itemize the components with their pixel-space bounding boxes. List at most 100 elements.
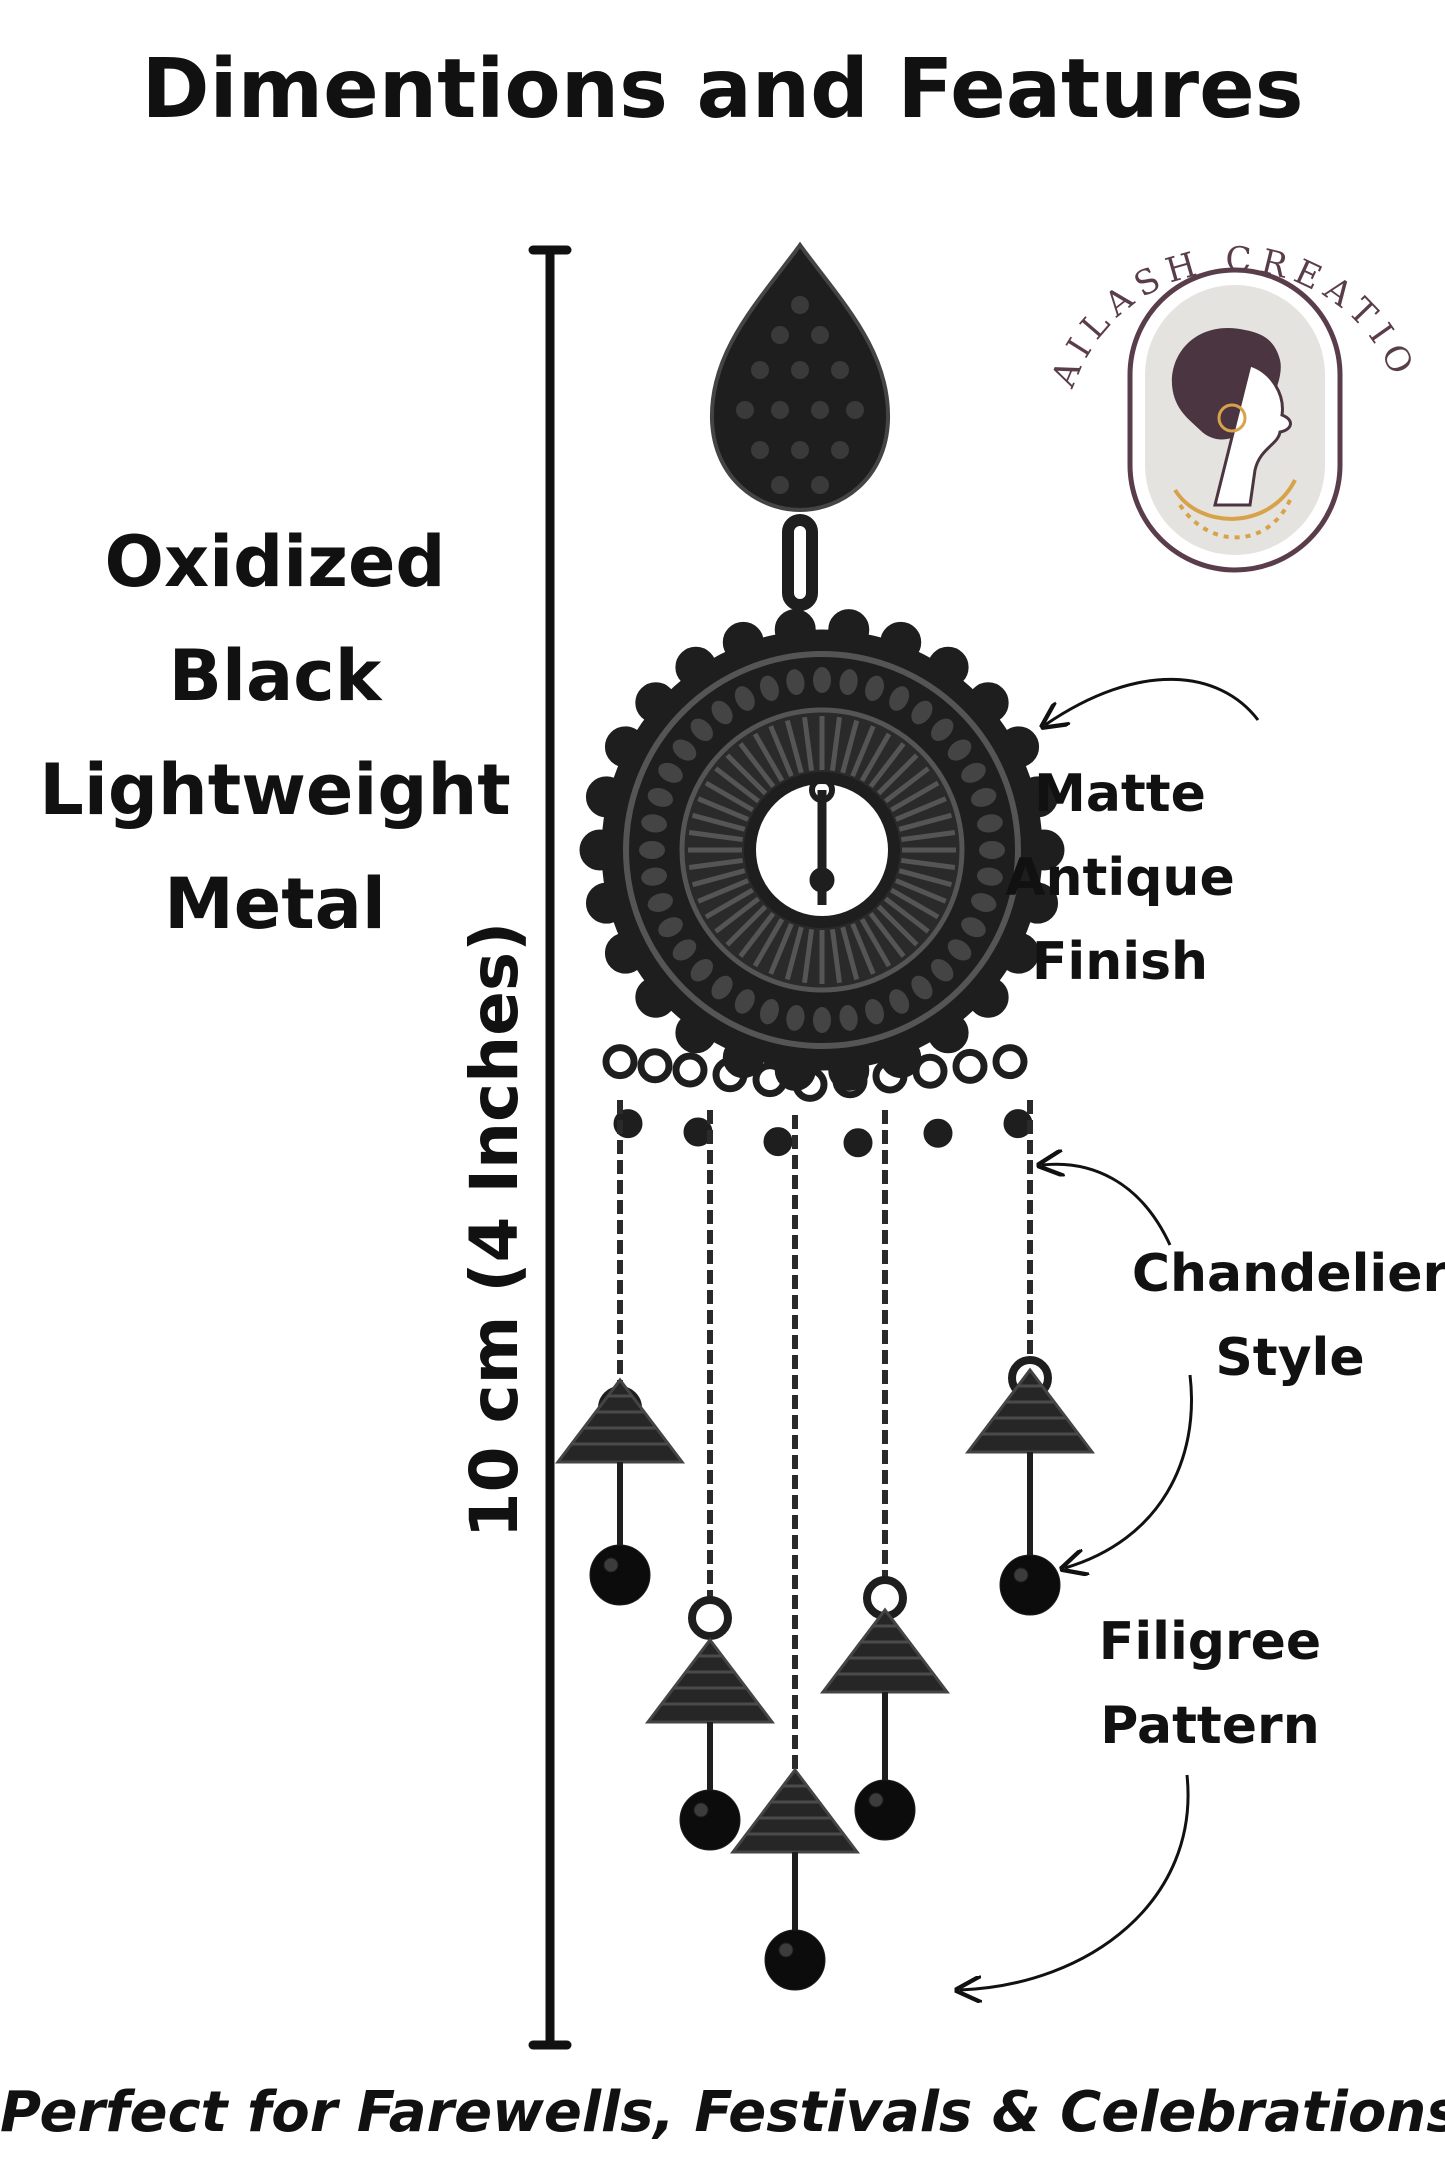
filigree-spoke — [704, 780, 754, 813]
crystal-glint — [868, 1792, 884, 1808]
filigree-bead — [976, 814, 1003, 833]
filigree-bead — [639, 841, 665, 859]
filigree-bead — [786, 1004, 805, 1031]
crystal-drop — [999, 1554, 1061, 1616]
filigree-spoke — [850, 725, 876, 778]
jump-ring — [832, 1063, 868, 1099]
filigree-bead — [786, 669, 805, 696]
filigree-bead — [658, 762, 683, 783]
jump-ring — [602, 1044, 638, 1080]
filigree-bead — [813, 667, 831, 693]
dimension-label: 10 cm (4 Inches) — [456, 921, 533, 1539]
feature-line: Filigree — [1098, 1612, 1322, 1672]
jump-ring — [672, 1052, 708, 1088]
filigree-spoke — [859, 918, 892, 968]
dangle-bead — [843, 1128, 873, 1158]
jump-ring — [712, 1057, 748, 1093]
filigree-bead — [931, 959, 954, 982]
jump-ring — [637, 1048, 673, 1084]
page-title: Dimentions and Features — [141, 42, 1304, 137]
material-line: Oxidized — [104, 521, 446, 603]
filigree-spoke — [898, 812, 953, 832]
feature-matte-antique-finish: Matte Antique Finish — [955, 752, 1285, 1004]
filigree-bead — [672, 739, 697, 761]
svg-text:KAILASH CREATION: KAILASH CREATION — [0, 0, 1424, 394]
filigree-spoke — [752, 732, 785, 782]
filigree-bead — [813, 1007, 831, 1033]
filigree-bead — [865, 999, 884, 1025]
filigree-spoke — [900, 830, 956, 843]
filigree-bead — [839, 669, 858, 696]
filigree-bead — [711, 700, 733, 725]
crystal-drop — [764, 1929, 826, 1991]
feature-line: Matte — [1034, 764, 1206, 824]
filigree-spoke — [898, 868, 953, 888]
chain-link — [688, 1596, 732, 1640]
filigree-spoke — [876, 753, 919, 796]
jump-ring — [872, 1058, 908, 1094]
feature-chandelier-style: Chandelier Style — [1125, 1232, 1445, 1400]
filigree-spoke — [829, 928, 842, 984]
material-line: Lightweight — [39, 749, 511, 831]
filigree-spoke — [768, 725, 794, 778]
material-description: Oxidized Black Lightweight Metal — [10, 505, 540, 961]
dimension-bar — [528, 245, 572, 2050]
filigree-bead — [911, 975, 933, 1000]
feature-line: Chandelier — [1131, 1244, 1445, 1304]
crystal-drop — [589, 1544, 651, 1606]
filigree-spoke — [868, 911, 906, 958]
filigree-spoke — [802, 928, 815, 984]
filigree-bead — [839, 1004, 858, 1031]
filigree-spoke — [840, 926, 860, 981]
filigree-spoke — [784, 926, 804, 981]
filigree-spoke — [876, 904, 919, 947]
brand-logo — [1127, 267, 1343, 573]
filigree-bead — [647, 893, 673, 912]
filigree-spoke — [890, 887, 940, 920]
filigree-spoke — [725, 904, 768, 947]
feature-line: Finish — [1031, 932, 1209, 992]
filigree-bead — [961, 762, 986, 783]
filigree-bead — [641, 867, 668, 886]
filigree-bead — [647, 788, 673, 807]
filigree-spoke — [894, 878, 947, 904]
material-line: Black — [168, 635, 382, 717]
filigree-spoke — [714, 896, 761, 934]
jump-ring — [792, 1066, 828, 1102]
tagline: Perfect for Farewells, Festivals & Celeb… — [0, 2080, 1445, 2145]
dangle-bead — [923, 1118, 953, 1148]
filigree-bead — [971, 893, 997, 912]
filigree-spoke — [900, 857, 956, 870]
filigree-bead — [641, 814, 668, 833]
filigree-bead — [865, 675, 884, 701]
filigree-bead — [760, 999, 779, 1025]
filigree-bead — [734, 989, 755, 1014]
filigree-spoke — [850, 922, 876, 975]
filigree-bead — [979, 841, 1005, 859]
filigree-spoke — [802, 716, 815, 772]
filigree-bead — [658, 917, 683, 938]
crystal-glint — [603, 1557, 619, 1573]
filigree-spoke — [688, 857, 744, 870]
filigree-spoke — [697, 796, 750, 822]
filigree-spoke — [691, 868, 746, 888]
crystal-glint — [693, 1802, 709, 1818]
feature-line: Style — [1215, 1328, 1365, 1388]
jump-ring — [752, 1062, 788, 1098]
filigree-spoke — [691, 812, 746, 832]
filigree-spoke — [725, 753, 768, 796]
jump-ring — [912, 1053, 948, 1089]
filigree-spoke — [768, 922, 794, 975]
filigree-spoke — [840, 719, 860, 774]
filigree-spoke — [738, 911, 776, 958]
filigree-spoke — [752, 918, 785, 968]
filigree-spoke — [697, 878, 750, 904]
matte-arrow — [1045, 677, 1260, 725]
logo-brand-name: KAILASH CREATION — [0, 0, 1416, 394]
filigree-bead — [734, 686, 755, 711]
filigree-spoke — [704, 887, 754, 920]
filigree-spoke — [890, 780, 940, 813]
filigree-spoke — [868, 742, 906, 789]
